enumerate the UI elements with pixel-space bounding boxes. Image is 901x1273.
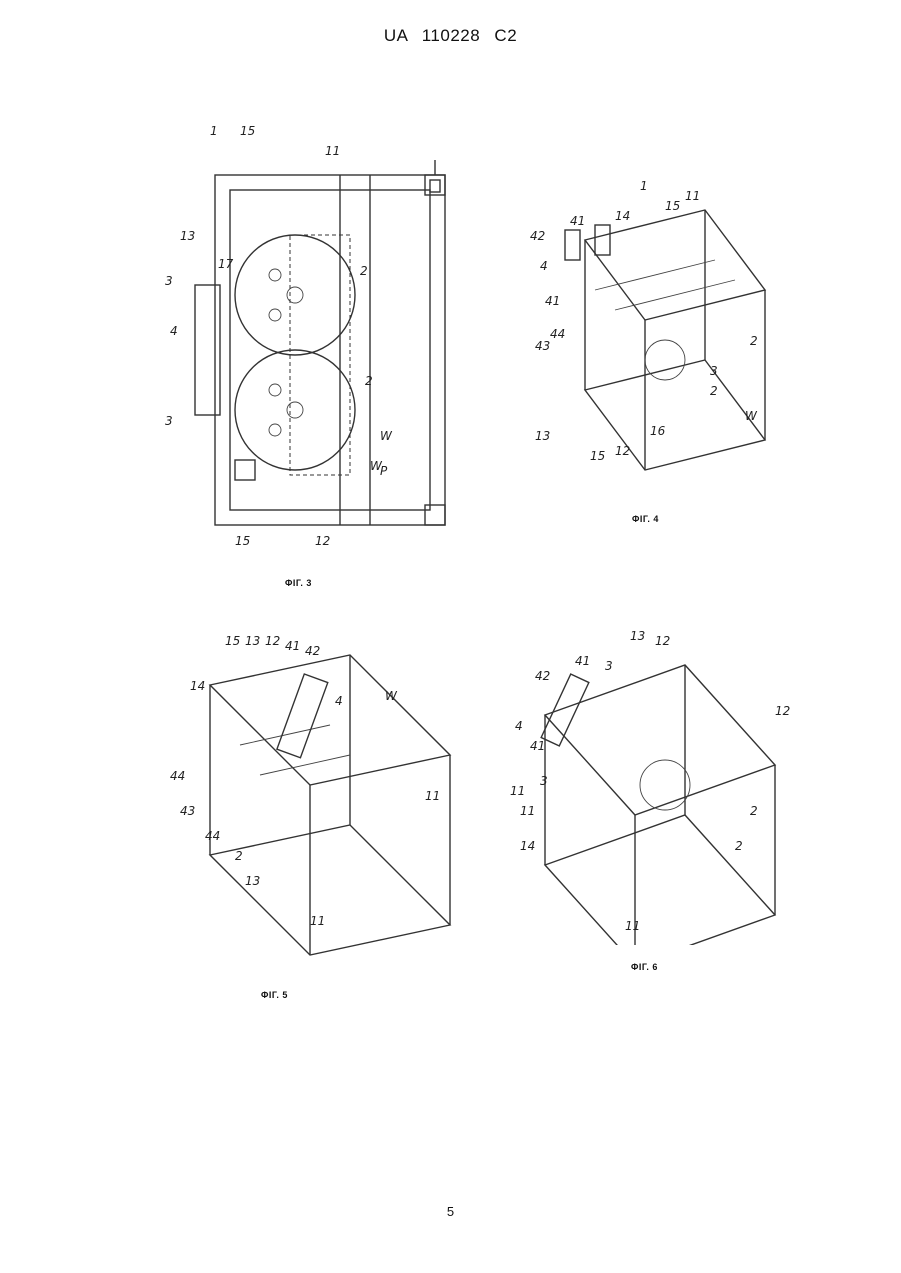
- fig4-label: 41: [545, 294, 560, 308]
- fig4-label: 15: [590, 449, 605, 463]
- fig5-label: 43: [180, 804, 195, 818]
- fig4-label: 41: [570, 214, 585, 228]
- page-number: 5: [0, 1204, 901, 1219]
- fig6-label: 42: [535, 669, 550, 683]
- figure-5-svg: 15 13 12 41 42 14 4 W 44 43 44 2 13 11 1…: [150, 615, 470, 975]
- fig6-label: 12: [655, 634, 670, 648]
- fig6-label: 11: [510, 784, 525, 798]
- fig6-label: 3: [605, 659, 613, 673]
- fig5-label: W: [385, 689, 398, 703]
- fig4-label: 2: [710, 384, 718, 398]
- fig4-label: 43: [535, 339, 550, 353]
- figure-3-drawing: 1 15 11 13 17 3 4 2 3 2 W W P 15 12: [140, 100, 470, 580]
- fig5-label: 2: [235, 849, 243, 863]
- fig5-label: 13: [245, 874, 260, 888]
- fig6-label: 12: [775, 704, 790, 718]
- figure-6-svg: 42 41 13 12 3 4 41 12 11 3 11 2 14 2 11: [505, 615, 815, 945]
- document-id-header: UA 110228 C2: [0, 26, 901, 46]
- fig3-label: 15: [235, 534, 250, 548]
- fig6-label: 14: [520, 839, 535, 853]
- fig4-label: 4: [540, 259, 548, 273]
- fig6-label: 4: [515, 719, 523, 733]
- figure-4-caption: ΦIГ. 4: [632, 514, 659, 524]
- fig6-label: 11: [625, 919, 640, 933]
- fig3-label: 12: [315, 534, 330, 548]
- fig5-label: 13: [245, 634, 260, 648]
- fig5-label: 4: [335, 694, 343, 708]
- figure-5-caption: ΦIГ. 5: [261, 990, 288, 1000]
- fig3-label: 13: [180, 229, 195, 243]
- fig4-label: 14: [615, 209, 630, 223]
- fig4-label: 42: [530, 229, 545, 243]
- fig3-label: 11: [325, 144, 340, 158]
- fig5-label: 12: [265, 634, 280, 648]
- fig4-label: 16: [650, 424, 666, 438]
- figure-3-svg: 1 15 11 13 17 3 4 2 3 2 W W P 15 12: [140, 100, 470, 580]
- fig4-label: 2: [750, 334, 758, 348]
- fig3-label: 2: [365, 374, 373, 388]
- fig5-label: 42: [305, 644, 320, 658]
- fig6-label: 2: [735, 839, 743, 853]
- figure-4-drawing: 1 11 15 42 41 14 4 41 43 44 2 3 2 W 13 1…: [525, 170, 805, 500]
- fig6-label: 2: [750, 804, 758, 818]
- figure-4-svg: 1 11 15 42 41 14 4 41 43 44 2 3 2 W 13 1…: [525, 170, 805, 500]
- fig5-label: 41: [285, 639, 300, 653]
- fig3-label: 15: [240, 124, 255, 138]
- fig4-label: 44: [550, 327, 565, 341]
- figure-3-caption: ΦIГ. 3: [285, 578, 312, 588]
- figure-6-drawing: 42 41 13 12 3 4 41 12 11 3 11 2 14 2 11: [505, 615, 815, 945]
- fig3-label: 3: [165, 274, 173, 288]
- fig3-label: 17: [218, 257, 234, 271]
- fig3-label: 1: [210, 124, 218, 138]
- fig6-label: 13: [630, 629, 645, 643]
- fig4-label: 12: [615, 444, 630, 458]
- fig5-label: 11: [310, 914, 325, 928]
- fig4-label: 13: [535, 429, 550, 443]
- fig4-label: W: [745, 409, 758, 423]
- fig4-label: 3: [710, 364, 718, 378]
- fig6-label: 41: [575, 654, 590, 668]
- fig3-label: 2: [360, 264, 368, 278]
- figure-6-caption: ΦIГ. 6: [631, 962, 658, 972]
- fig4-label: 11: [685, 189, 700, 203]
- fig3-label: W: [380, 429, 393, 443]
- fig5-label: 44: [205, 829, 220, 843]
- fig3-label: 3: [165, 414, 173, 428]
- fig4-label: 15: [665, 199, 680, 213]
- fig5-label: 11: [425, 789, 440, 803]
- fig6-label: 41: [530, 739, 545, 753]
- fig4-label: 1: [640, 179, 648, 193]
- fig6-label: 11: [520, 804, 535, 818]
- fig6-label: 3: [540, 774, 548, 788]
- fig5-label: 44: [170, 769, 185, 783]
- fig5-label: 15: [225, 634, 240, 648]
- fig5-label: 14: [190, 679, 205, 693]
- fig3-label: P: [380, 464, 388, 478]
- fig3-label: 4: [170, 324, 178, 338]
- figure-5-drawing: 15 13 12 41 42 14 4 W 44 43 44 2 13 11 1…: [150, 615, 470, 975]
